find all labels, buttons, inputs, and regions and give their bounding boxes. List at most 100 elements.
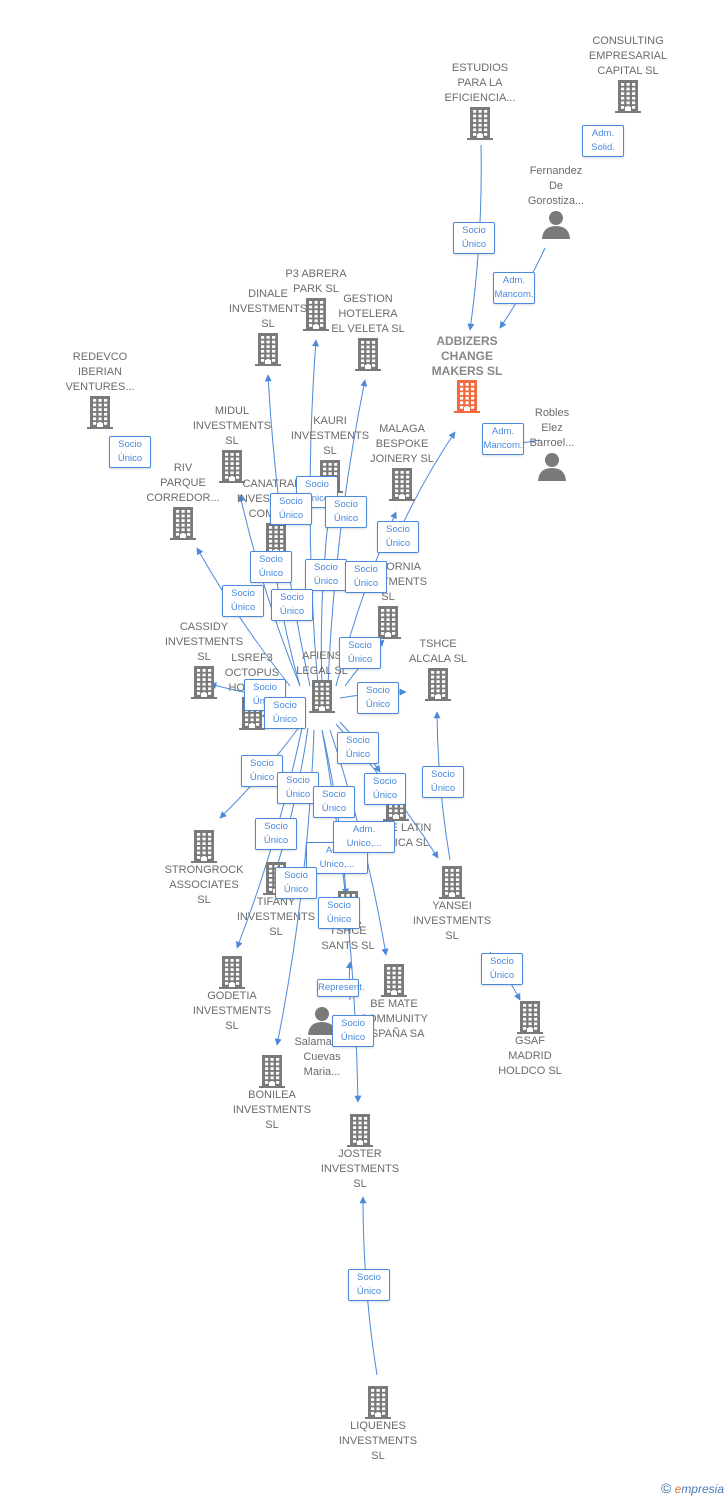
relation-badge[interactable]: Socio Único [325, 496, 367, 528]
relation-badge[interactable]: Socio Único [481, 953, 523, 985]
relation-badge[interactable]: Adm. Mancom. [493, 272, 535, 304]
node-label: DINALE INVESTMENTS SL [228, 288, 308, 330]
brand-logo[interactable]: © empresia [661, 1480, 724, 1496]
node-label: Fernandez De Gorostiza... [527, 165, 585, 207]
copyright-symbol: © [660, 1480, 672, 1496]
node-liquenes[interactable]: LIQUENES INVESTMENTS SL [318, 1385, 438, 1464]
building-icon [259, 1055, 285, 1088]
node-gsaf[interactable]: GSAF MADRID HOLDCO SL [470, 1000, 590, 1079]
relation-badge[interactable]: Socio Único [250, 551, 292, 583]
relation-badge[interactable]: Socio Único [348, 1269, 390, 1301]
building-icon [347, 1114, 373, 1147]
node-afiens[interactable]: AFIENS LEGAL SL [262, 649, 382, 713]
building-icon [219, 956, 245, 989]
node-label: CASSIDY INVESTMENTS SL [164, 621, 244, 663]
building-icon [255, 333, 281, 366]
node-consulting[interactable]: CONSULTING EMPRESARIAL CAPITAL SL [568, 34, 688, 113]
node-redevco[interactable]: REDEVCO IBERIAN VENTURES... [40, 350, 160, 429]
relation-badge[interactable]: Socio Único [109, 436, 151, 468]
node-bemate[interactable]: BE MATE COMMUNITY ESPAÑA SA [334, 963, 454, 1042]
person-icon [542, 211, 570, 239]
building-icon [467, 107, 493, 140]
edge-afiens-to-adbizers [399, 431, 456, 531]
edge-afiens-to-gestion [327, 379, 368, 687]
relation-badge[interactable]: Socio Único [337, 732, 379, 764]
node-fernandez[interactable]: Fernandez De Gorostiza... [496, 164, 616, 239]
node-label: MIDUL INVESTMENTS SL [192, 405, 272, 447]
node-label: YANSEI INVESTMENTS SL [412, 900, 492, 942]
building-icon [425, 668, 451, 701]
node-adbizers[interactable]: ADBIZERS CHANGE MAKERS SL [407, 334, 527, 413]
brand-name: mpresia [681, 1482, 724, 1496]
node-label: Robles Elez Barroel... [529, 407, 575, 449]
node-label: MALAGA BESPOKE JOINERY SL [370, 423, 434, 465]
building-icon [365, 1386, 391, 1419]
relation-badge[interactable]: Socio Único [271, 589, 313, 621]
node-godetia[interactable]: GODETIA INVESTMENTS SL [172, 955, 292, 1034]
node-label: KAURI INVESTMENTS SL [290, 415, 370, 457]
node-label: REDEVCO IBERIAN VENTURES... [65, 351, 135, 393]
node-dinale[interactable]: DINALE INVESTMENTS SL [208, 287, 328, 366]
relation-badge[interactable]: Socio Único [357, 682, 399, 714]
relation-badge[interactable]: Adm. Unico,... [333, 821, 395, 853]
node-label: RIV PARQUE CORREDOR... [146, 462, 220, 504]
relation-badge[interactable]: Socio Único [364, 773, 406, 805]
node-yansei[interactable]: YANSEI INVESTMENTS SL [392, 865, 512, 944]
node-label: ESTUDIOS PARA LA EFICIENCIA... [444, 62, 516, 104]
building-icon [170, 507, 196, 540]
building-icon [439, 866, 465, 899]
node-label: JOSTER INVESTMENTS SL [320, 1148, 400, 1190]
node-cassidy[interactable]: CASSIDY INVESTMENTS SL [144, 620, 264, 699]
relation-badge[interactable]: Socio Único [313, 786, 355, 818]
node-label: P3 ABRERA PARK SL [285, 268, 347, 295]
relation-badge[interactable]: Socio Único [264, 697, 306, 729]
node-label: GODETIA INVESTMENTS SL [192, 990, 272, 1032]
node-riv[interactable]: RIV PARQUE CORREDOR... [123, 461, 243, 540]
relation-badge[interactable]: Socio Único [332, 1015, 374, 1047]
relation-badge[interactable]: Represent. [317, 979, 364, 997]
node-robles[interactable]: Robles Elez Barroel... [492, 406, 612, 481]
relation-badge[interactable]: Socio Único [255, 818, 297, 850]
person-icon [308, 1007, 336, 1035]
node-label: ADBIZERS CHANGE MAKERS SL [431, 334, 503, 378]
relation-badge[interactable]: Socio Único [377, 521, 419, 553]
relation-badge[interactable]: Socio Único [453, 222, 495, 254]
node-salamanca[interactable]: Salamanca Cuevas Maria... [262, 1005, 382, 1080]
building-icon [454, 380, 480, 413]
node-bonilea[interactable]: BONILEA INVESTMENTS SL [212, 1054, 332, 1133]
building-icon [381, 964, 407, 997]
node-midul[interactable]: MIDUL INVESTMENTS SL [172, 404, 292, 483]
relation-badge[interactable]: Socio Único [270, 493, 312, 525]
node-label: STRONGROCK ASSOCIATES SL [164, 864, 244, 906]
relation-badge[interactable]: Socio Único [277, 772, 319, 804]
relation-badge[interactable]: Adm. Mancom. [482, 423, 524, 455]
node-tshce-alcala[interactable]: TSHCE ALCALA SL [378, 637, 498, 701]
building-icon [517, 1001, 543, 1034]
edge-afiens-to-riv [196, 547, 291, 687]
relation-badge[interactable]: Socio Único [241, 755, 283, 787]
node-label: GSAF MADRID HOLDCO SL [498, 1035, 562, 1077]
relation-badge[interactable]: Socio Único [339, 637, 381, 669]
relation-badge[interactable]: Adm. Solid. [582, 125, 624, 157]
node-malaga[interactable]: MALAGA BESPOKE JOINERY SL [342, 422, 462, 501]
node-strongrock[interactable]: STRONGROCK ASSOCIATES SL [144, 829, 264, 908]
node-gestion[interactable]: GESTION HOTELERA EL VELETA SL [308, 292, 428, 371]
edge-afiens-to-midul [237, 494, 301, 687]
node-estudios[interactable]: ESTUDIOS PARA LA EFICIENCIA... [420, 61, 540, 140]
building-icon [375, 606, 401, 639]
relation-badge[interactable]: Socio Único [422, 766, 464, 798]
relation-badge[interactable]: Socio Único [222, 585, 264, 617]
relation-badge[interactable]: Socio Único [318, 897, 360, 929]
relation-badge[interactable]: Socio Único [345, 561, 387, 593]
node-label: TSHCE ALCALA SL [408, 638, 468, 665]
node-label: LIQUENES INVESTMENTS SL [338, 1420, 418, 1462]
node-p3[interactable]: P3 ABRERA PARK SL [256, 267, 376, 331]
node-label: TIFANY INVESTMENTS SL [236, 896, 316, 938]
node-joster[interactable]: JOSTER INVESTMENTS SL [300, 1113, 420, 1192]
relation-badge[interactable]: Socio Único [275, 867, 317, 899]
building-icon [309, 680, 335, 713]
relation-badge[interactable]: Socio Único [305, 559, 347, 591]
building-icon [87, 396, 113, 429]
node-label: BONILEA INVESTMENTS SL [232, 1089, 312, 1131]
